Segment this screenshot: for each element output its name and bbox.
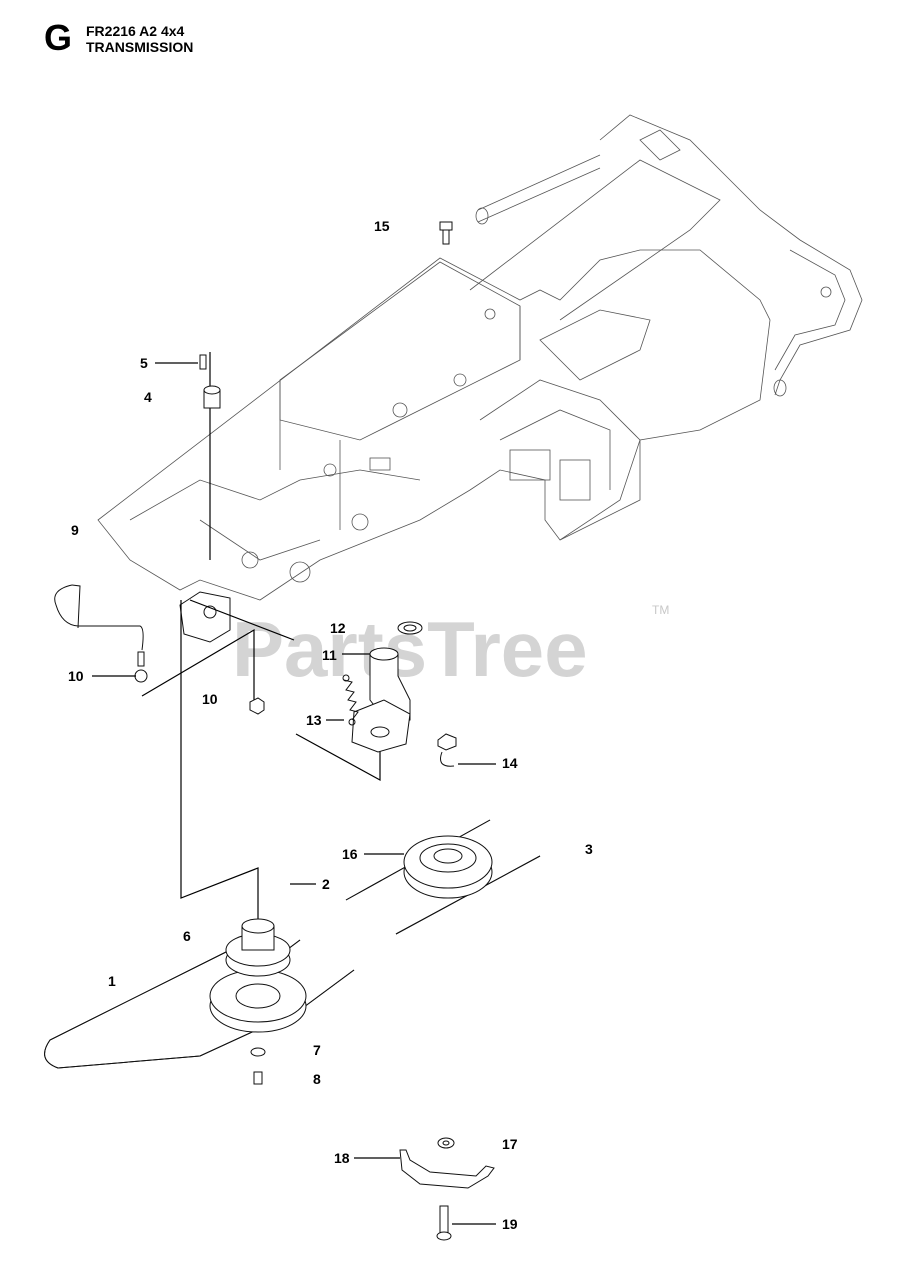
callout-9: 9 bbox=[71, 522, 79, 538]
bolt-15-icon bbox=[439, 221, 453, 245]
callout-8: 8 bbox=[313, 1071, 321, 1087]
spring-13-icon bbox=[342, 674, 359, 726]
assembly-line-10 bbox=[141, 628, 255, 700]
cable-icon bbox=[54, 584, 148, 683]
section-letter: G bbox=[44, 17, 73, 58]
clip-12-icon bbox=[397, 621, 423, 635]
section-title: TRANSMISSION bbox=[86, 39, 194, 55]
washer-8-icon bbox=[250, 1047, 266, 1085]
pin-5-icon bbox=[199, 354, 207, 370]
model-number: FR2216 A2 4x4 bbox=[86, 23, 185, 39]
callout-12: 12 bbox=[330, 620, 346, 636]
callout-10-left: 10 bbox=[68, 668, 84, 684]
drive-belt-1-icon bbox=[44, 939, 355, 1069]
pulley-6-icon bbox=[225, 918, 291, 977]
pulley-7-icon bbox=[209, 969, 307, 1033]
callout-6: 6 bbox=[183, 928, 191, 944]
callout-5: 5 bbox=[140, 355, 148, 371]
callout-2: 2 bbox=[322, 876, 330, 892]
assembly-line-10b bbox=[189, 599, 295, 641]
callout-1: 1 bbox=[108, 973, 116, 989]
assembly-line-6 bbox=[180, 600, 259, 920]
callout-7: 7 bbox=[313, 1042, 321, 1058]
spacer-4-icon bbox=[203, 385, 221, 409]
nut-10-icon bbox=[249, 697, 265, 715]
callout-4: 4 bbox=[144, 389, 152, 405]
watermark-trademark: TM bbox=[652, 603, 669, 617]
idler-arm-11-icon bbox=[351, 647, 411, 753]
callout-11: 11 bbox=[322, 647, 337, 663]
nut-14-icon bbox=[437, 733, 457, 767]
tractor-frame-icon bbox=[97, 114, 863, 601]
callout-17: 17 bbox=[502, 1136, 518, 1152]
callout-14: 14 bbox=[502, 755, 518, 771]
callout-13: 13 bbox=[306, 712, 322, 728]
callout-19: 19 bbox=[502, 1216, 518, 1232]
callout-10-right: 10 bbox=[202, 691, 218, 707]
mount-bracket-icon bbox=[179, 591, 231, 643]
watermark-text: PartsTree bbox=[232, 605, 588, 693]
callout-3: 3 bbox=[585, 841, 593, 857]
callout-18: 18 bbox=[334, 1150, 350, 1166]
callout-16: 16 bbox=[342, 846, 358, 862]
bracket-18-icon bbox=[399, 1137, 495, 1189]
bolt-19-icon bbox=[436, 1205, 452, 1241]
pulley-16-icon bbox=[345, 819, 541, 935]
callout-15: 15 bbox=[374, 218, 390, 234]
